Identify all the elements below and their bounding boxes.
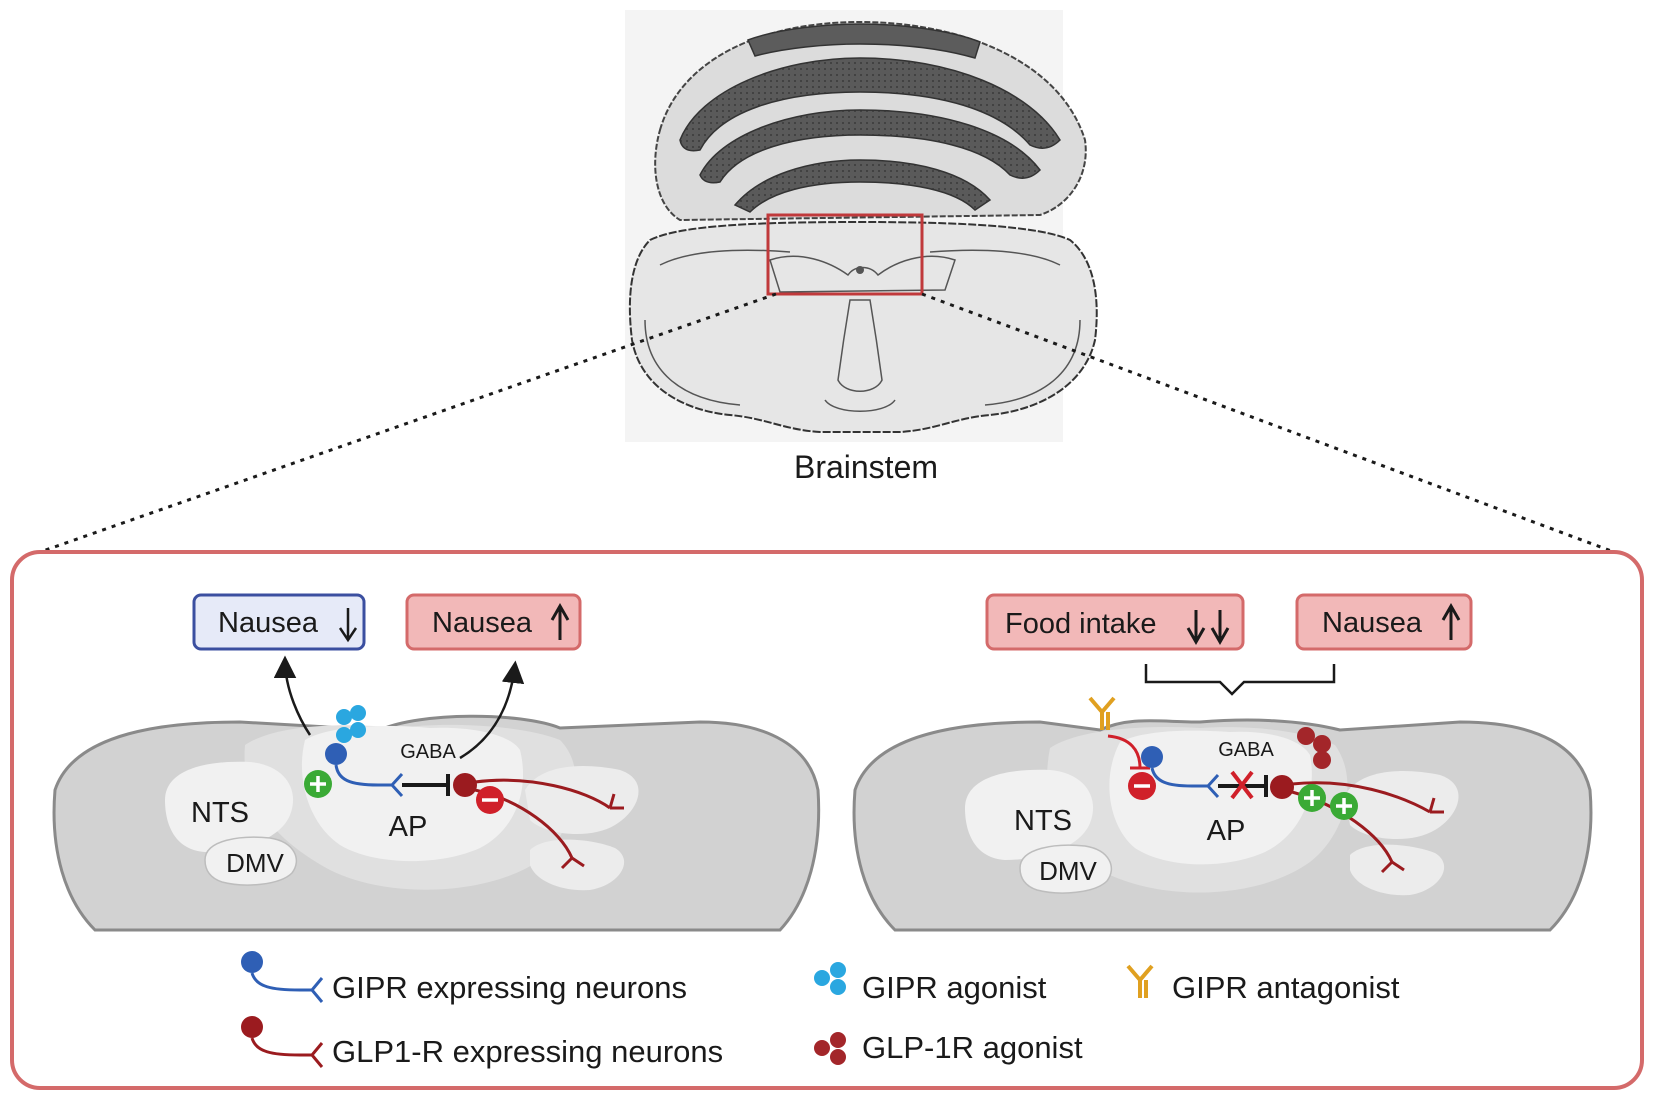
arrow-to-nausea-up [459,660,525,760]
nausea-up-text-right: Nausea [1322,607,1423,639]
nausea-up-box-right: Nausea [1295,593,1473,651]
right-panel: NTS DMV AP GABA Food intake Nausea [852,593,1593,932]
brainstem-label: Brainstem [794,449,938,485]
ap-label-left: AP [389,811,428,843]
legend-gipr-neuron-icon [241,951,324,1003]
gipr-agonist-cluster-left [336,705,366,743]
cross-icon [1230,770,1254,800]
legend-gipr-agonist-icon [814,962,846,995]
highlight-box [766,213,924,296]
nausea-up-text: Nausea [432,607,533,639]
ap-label-right: AP [1207,815,1246,847]
legend-glp1r-neurons: GLP1-R expressing neurons [332,1034,723,1069]
legend-gipr-antagonist: GIPR antagonist [1172,970,1400,1005]
double-arrow-down-icon [1186,610,1230,646]
arrow-up-icon [550,602,570,640]
legend-glp1r-neuron-icon [241,1016,324,1068]
minus-icon [476,786,504,814]
detail-frame [10,550,1644,1090]
arrow-to-nausea-down [273,655,312,736]
dmv-label-left: DMV [226,848,284,878]
dmv-label-right: DMV [1039,856,1097,886]
nausea-down-text: Nausea [218,607,319,639]
plus-icon [304,770,332,798]
minus-icon-right [1128,772,1156,800]
arrow-up-icon-right [1441,602,1461,640]
gipr-neuron-right [1141,746,1220,799]
legend-antagonist-icon [1126,964,1154,998]
gaba-label-right: GABA [1218,739,1274,761]
legend-gipr-agonist: GIPR agonist [862,970,1047,1005]
antibody-icon [1088,696,1116,730]
glp1r-agonist-cluster-right [1297,727,1331,769]
plus-icon-right-2 [1330,792,1358,820]
food-intake-text: Food intake [1005,608,1157,640]
nausea-down-box: Nausea [192,593,366,651]
bracket [1144,664,1336,696]
gipr-neuron-left [325,743,404,798]
antagonist-inhibition [1107,734,1150,770]
inhibition-symbol-left [402,774,450,796]
legend-gipr-neurons: GIPR expressing neurons [332,970,687,1005]
nausea-up-box: Nausea [405,593,582,651]
food-intake-box: Food intake [985,593,1245,651]
legend-glp1r-agonist: GLP-1R agonist [862,1030,1083,1065]
brainstem-illustration [625,10,1098,442]
nts-label-left: NTS [191,797,249,829]
gaba-label-left: GABA [400,741,456,763]
legend-glp1r-agonist-icon [814,1032,846,1065]
nts-label-right: NTS [1014,805,1072,837]
left-panel: NTS DMV AP GABA Nausea Nausea [52,593,821,932]
arrow-down-icon [338,608,358,643]
plus-icon-right-1 [1298,784,1326,812]
legend: GIPR expressing neurons GLP1-R expressin… [241,951,1400,1069]
zoom-line-right [921,292,1615,554]
